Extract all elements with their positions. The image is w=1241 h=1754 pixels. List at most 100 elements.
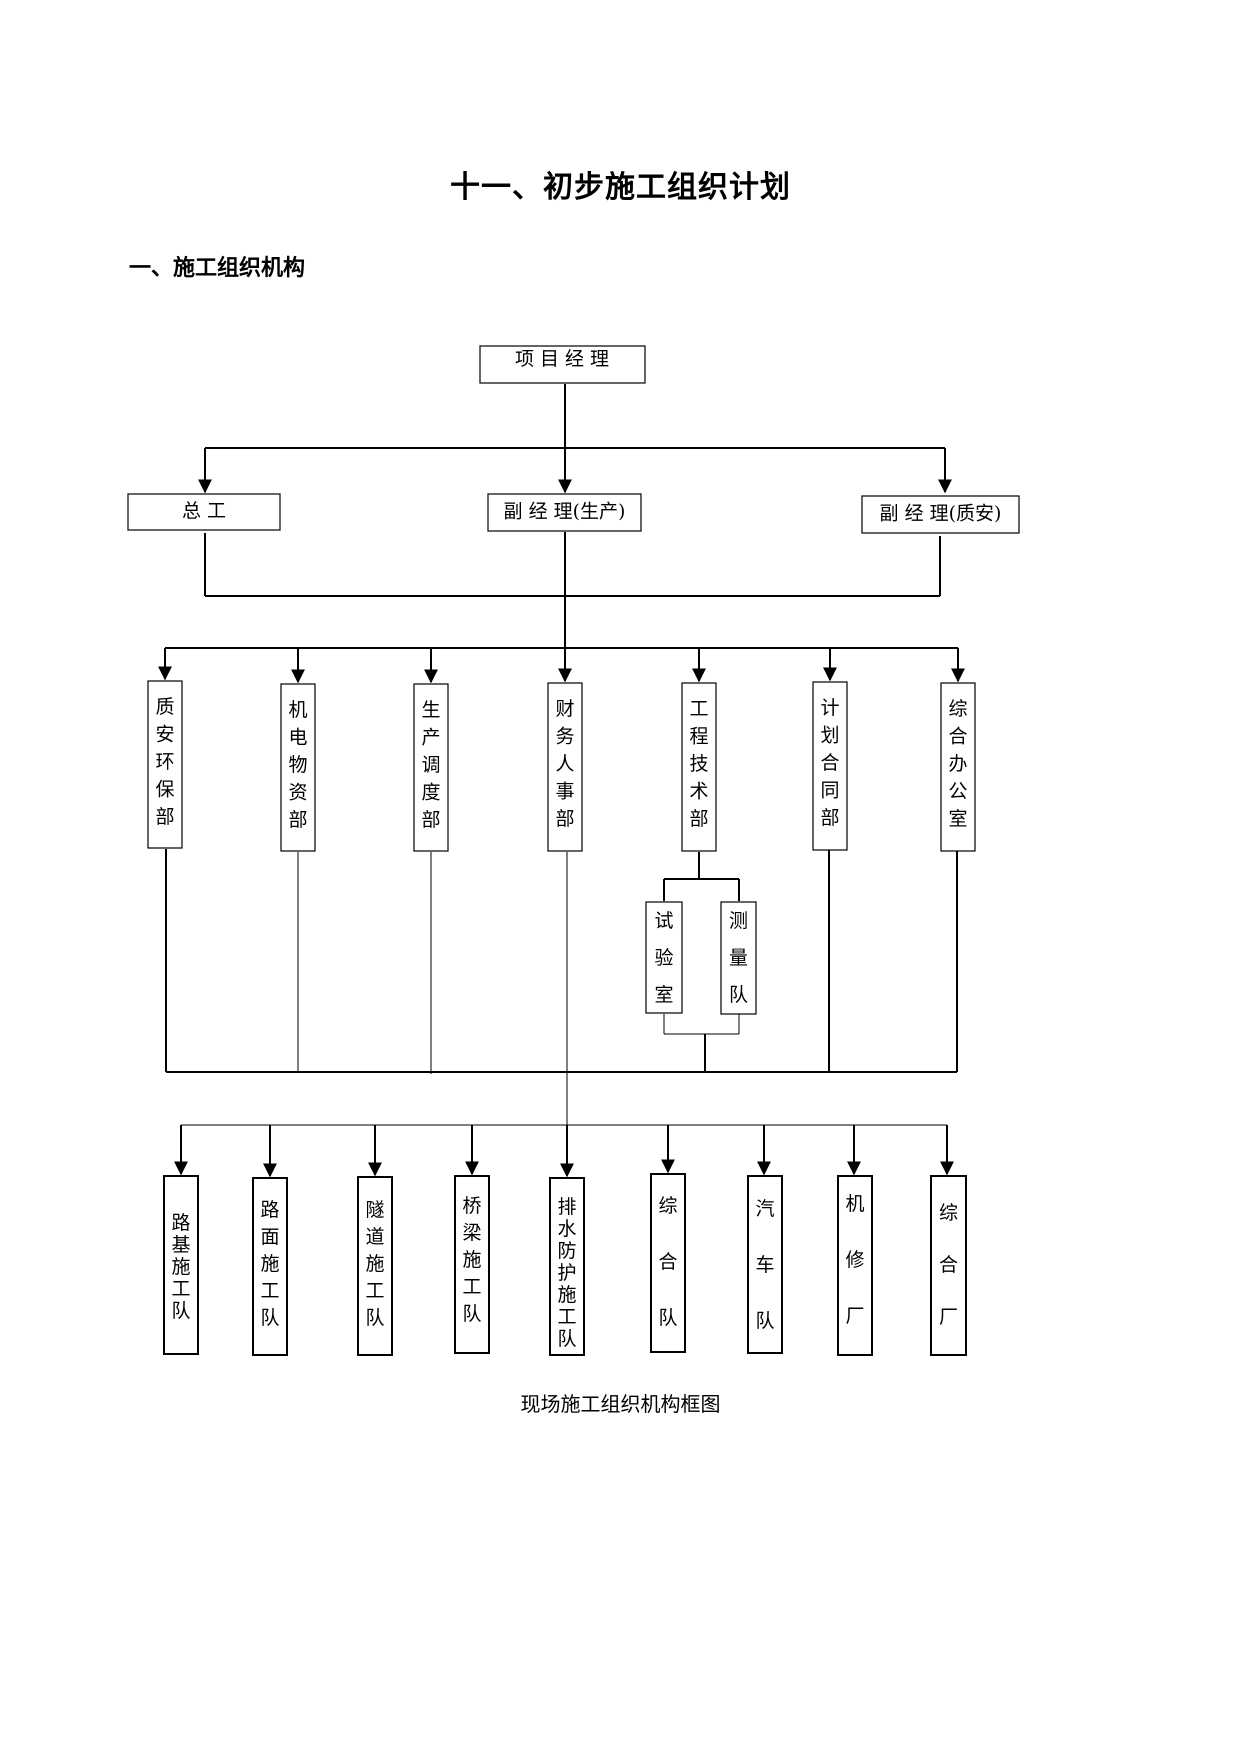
page-title: 十一、初步施工组织计划 <box>450 170 791 205</box>
node-team-1-label-char: 路 <box>260 1199 279 1221</box>
node-team-1-label-char: 施 <box>260 1253 279 1275</box>
node-manager-0 <box>127 493 281 531</box>
node-team-0-label-char: 基 <box>171 1234 190 1256</box>
node-department-0-label-char: 环 <box>155 751 174 773</box>
node-team-3-label-char: 梁 <box>462 1222 481 1244</box>
node-team-0-label-char: 队 <box>171 1300 190 1322</box>
node-department-5-label-char: 计 <box>820 697 839 719</box>
node-department-0-label-char: 安 <box>155 724 174 746</box>
node-department-0-label-char: 质 <box>155 696 174 718</box>
node-team-6-label-char: 车 <box>755 1254 774 1276</box>
node-department-2-label-char: 调 <box>421 754 440 776</box>
node-team-8-label-char: 综 <box>939 1202 958 1224</box>
node-team-6 <box>747 1175 783 1354</box>
node-department-5-label-char: 同 <box>820 780 839 802</box>
node-team-0-label-char: 工 <box>171 1278 190 1300</box>
node-department-6-label-char: 室 <box>948 808 967 830</box>
node-department-1-label-char: 物 <box>288 754 307 776</box>
node-project-manager <box>479 345 646 384</box>
node-sub-department-0 <box>645 901 683 1014</box>
node-department-1-label-char: 部 <box>288 809 307 831</box>
node-manager-1-label: 副 经 理(生产) <box>504 501 626 523</box>
node-sub-department-1-label-char: 量 <box>729 947 748 969</box>
node-sub-department-1-label-char: 队 <box>729 984 748 1006</box>
node-department-4-label-char: 术 <box>689 781 708 803</box>
node-sub-department-1 <box>720 901 757 1015</box>
node-department-5-label-char: 划 <box>820 725 839 747</box>
node-team-1-label-char: 工 <box>260 1280 279 1302</box>
figure-caption: 现场施工组织机构框图 <box>520 1392 721 1416</box>
node-department-0-label-char: 部 <box>155 806 174 828</box>
node-department-6-label-char: 合 <box>948 726 967 748</box>
node-team-1-label-char: 面 <box>260 1226 279 1248</box>
node-department-4-label-char: 程 <box>689 726 708 748</box>
node-team-7 <box>837 1175 873 1356</box>
node-team-5 <box>650 1173 686 1353</box>
node-department-3-label-char: 部 <box>555 808 574 830</box>
node-team-6-label-char: 汽 <box>755 1198 774 1220</box>
node-team-3-label-char: 队 <box>462 1303 481 1325</box>
node-manager-0-label: 总 工 <box>182 500 226 522</box>
node-manager-2-label: 副 经 理(质安) <box>880 503 1002 525</box>
node-department-0-label-char: 保 <box>155 779 174 801</box>
node-team-3 <box>454 1175 490 1354</box>
node-team-5-label-char: 综 <box>658 1195 677 1217</box>
node-department-2-label-char: 产 <box>421 727 440 749</box>
node-sub-department-0-label-char: 室 <box>654 984 673 1006</box>
node-department-5-label-char: 部 <box>820 807 839 829</box>
node-department-6-label-char: 综 <box>948 698 967 720</box>
node-project-manager-label: 项 目 经 理 <box>515 348 609 370</box>
node-team-4-label-char: 队 <box>557 1328 576 1350</box>
node-team-2-label-char: 工 <box>365 1280 384 1302</box>
node-team-0 <box>163 1175 199 1355</box>
node-sub-department-0-label-char: 试 <box>654 910 673 932</box>
node-department-5-label-char: 合 <box>820 752 839 774</box>
node-sub-department-1-label-char: 测 <box>729 910 748 932</box>
node-team-8 <box>930 1175 967 1356</box>
node-team-6-label-char: 队 <box>755 1310 774 1332</box>
node-department-4-label-char: 工 <box>689 698 708 720</box>
node-department-2 <box>413 683 449 852</box>
node-team-2-label-char: 道 <box>365 1226 384 1248</box>
node-team-4 <box>549 1177 585 1356</box>
node-department-4-label-char: 部 <box>689 808 708 830</box>
node-team-7-label-char: 厂 <box>845 1305 864 1327</box>
section-heading: 一、施工组织机构 <box>129 255 306 281</box>
node-team-2-label-char: 隧 <box>365 1199 384 1221</box>
node-team-5-label-char: 合 <box>658 1251 677 1273</box>
node-department-4-label-char: 技 <box>689 753 708 775</box>
node-team-7-label-char: 机 <box>845 1193 864 1215</box>
node-team-4-label-char: 防 <box>557 1240 576 1262</box>
node-team-5-label-char: 队 <box>658 1307 677 1329</box>
node-team-0-label-char: 施 <box>171 1256 190 1278</box>
node-department-3-label-char: 事 <box>555 781 574 803</box>
node-team-3-label-char: 桥 <box>462 1195 481 1217</box>
connectors <box>158 384 965 1178</box>
node-team-3-label-char: 工 <box>462 1276 481 1298</box>
node-department-2-label-char: 度 <box>421 782 440 804</box>
node-department-1-label-char: 机 <box>288 699 307 721</box>
node-sub-department-0-label-char: 验 <box>654 947 673 969</box>
node-team-4-label-char: 工 <box>557 1306 576 1328</box>
node-department-3 <box>547 682 583 852</box>
node-team-1 <box>252 1177 288 1356</box>
node-team-8-label-char: 合 <box>939 1254 958 1276</box>
node-department-3-label-char: 务 <box>555 726 574 748</box>
node-team-3-label-char: 施 <box>462 1249 481 1271</box>
node-department-6 <box>940 682 976 852</box>
node-department-6-label-char: 公 <box>948 781 967 803</box>
node-team-1-label-char: 队 <box>260 1307 279 1329</box>
node-team-0-label-char: 路 <box>171 1212 190 1234</box>
node-department-1 <box>280 683 316 852</box>
node-team-4-label-char: 排 <box>557 1196 576 1218</box>
node-department-2-label-char: 生 <box>421 699 440 721</box>
node-department-4 <box>681 682 717 852</box>
node-manager-1 <box>487 493 642 532</box>
node-team-7-label-char: 修 <box>845 1249 864 1271</box>
node-department-2-label-char: 部 <box>421 809 440 831</box>
node-team-4-label-char: 护 <box>557 1262 576 1284</box>
node-team-2 <box>357 1176 393 1356</box>
node-manager-2 <box>861 495 1020 534</box>
node-team-2-label-char: 队 <box>365 1307 384 1329</box>
